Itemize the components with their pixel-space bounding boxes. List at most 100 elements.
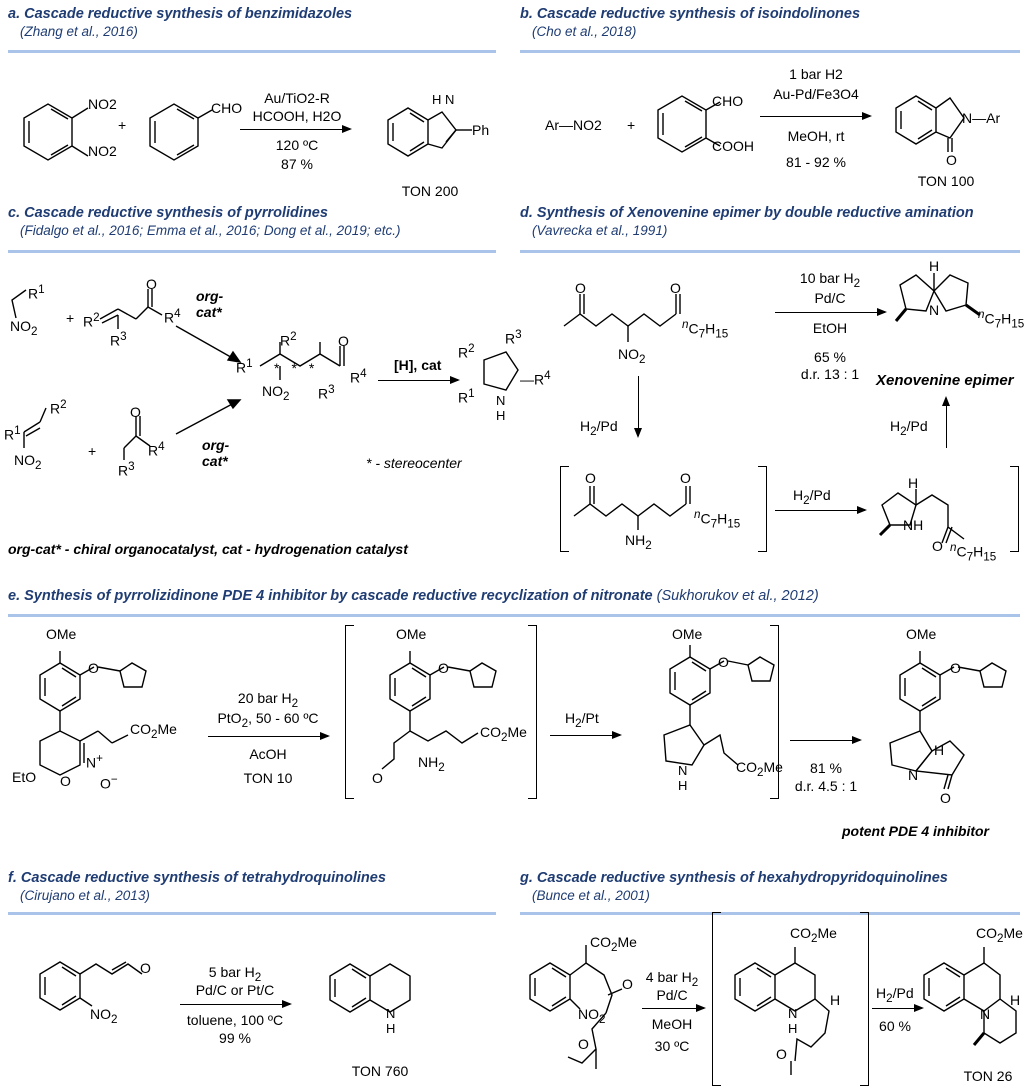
panel-e-dr: d.r. 4.5 : 1 bbox=[794, 778, 858, 794]
panel-e-pyrrolizidinone bbox=[889, 651, 1007, 790]
panel-b-cond1: 1 bar H2 bbox=[789, 66, 843, 82]
panel-e-ome-4: OMe bbox=[906, 626, 937, 642]
panel-g-ton: TON 26 bbox=[963, 1068, 1013, 1084]
panel-a-ton: TON 200 bbox=[401, 183, 459, 199]
panel-d-title: d. Synthesis of Xenovenine epimer by dou… bbox=[520, 205, 974, 221]
panel-b-ref: (Cho et al., 2018) bbox=[532, 24, 637, 39]
panel-c-nitroalkane bbox=[11, 289, 27, 319]
panel-f-cond2: Pd/C or Pt/C bbox=[195, 982, 275, 998]
panel-b-arrow bbox=[760, 110, 872, 122]
panel-d-pyr-chain: nC7H15 bbox=[950, 541, 997, 564]
panel-g-cond4: 30 ºC bbox=[654, 1038, 690, 1054]
panel-g-arrow-2 bbox=[872, 1002, 924, 1014]
panel-e-cond2: PtO2, 50 - 60 ºC bbox=[217, 710, 319, 730]
panel-f: f. Cascade reductive synthesis of tetrah… bbox=[8, 870, 386, 903]
panel-d-h2pd-left: H2/Pd bbox=[580, 418, 618, 438]
panel-a-title: a. Cascade reductive synthesis of benzim… bbox=[8, 6, 353, 22]
panel-c-r1: R1 bbox=[28, 283, 45, 302]
panel-b-prod-n: N—Ar bbox=[962, 110, 1001, 126]
panel-g-h2pd: H2/Pd bbox=[876, 985, 914, 1005]
panel-a-plus: + bbox=[118, 117, 127, 133]
panel-a-no2-bottom: NO2 bbox=[88, 143, 117, 159]
panel-c-r3b: R3 bbox=[118, 460, 135, 479]
panel-c-adduct bbox=[259, 342, 345, 380]
panel-g-hexahydropyridoquinoline bbox=[923, 947, 1017, 1046]
panel-a-rule bbox=[8, 50, 496, 53]
panel-a-arrow bbox=[240, 123, 352, 135]
panel-b-title: b. Cascade reductive synthesis of isoind… bbox=[520, 6, 861, 22]
panel-g-arrow-1 bbox=[642, 1002, 706, 1014]
panel-d-arrow-up bbox=[940, 396, 952, 448]
panel-b-cho: CHO bbox=[712, 93, 744, 109]
panel-g-prod-h: H bbox=[1010, 992, 1021, 1008]
panel-c-pyr-r1: R1 bbox=[458, 387, 475, 406]
panel-c-r2b: R2 bbox=[50, 398, 67, 417]
panel-e-h2pt: H2/Pt bbox=[565, 710, 599, 730]
panel-d-arrow-mid bbox=[775, 504, 867, 516]
panel-d-cond4: 65 % bbox=[814, 349, 846, 365]
panel-d-pyr-nh: NH bbox=[903, 517, 924, 533]
panel-d-int-o2: O bbox=[680, 470, 691, 486]
panel-e-nitronate bbox=[39, 651, 147, 776]
panel-e-o-ring: O bbox=[60, 773, 71, 789]
panel-g-bracket-right bbox=[860, 912, 869, 1086]
panel-g-title: g. Cascade reductive synthesis of hexahy… bbox=[520, 870, 948, 886]
panel-d-h2pd-mid: H2/Pd bbox=[793, 487, 831, 507]
panel-a-no2-top: NO2 bbox=[88, 96, 117, 112]
panel-e-h-4: H bbox=[934, 742, 945, 758]
panel-f-o: O bbox=[140, 960, 151, 976]
panel-c-arrow-h bbox=[378, 374, 460, 386]
panel-a-cond2: HCOOH, H2O bbox=[252, 108, 342, 124]
panel-b-cooh: COOH bbox=[712, 138, 754, 154]
panel-d-pyr-o: O bbox=[932, 538, 943, 554]
panel-d-nitrodiketone bbox=[563, 294, 681, 342]
panel-e-cond4: TON 10 bbox=[243, 770, 293, 786]
panel-a-benzimidazole bbox=[387, 107, 472, 157]
panel-e-bracket-right-1 bbox=[528, 625, 537, 799]
panel-e-title: e. Synthesis of pyrrolizidinone PDE 4 in… bbox=[8, 588, 819, 604]
panel-d-pyrrolidine-int bbox=[878, 489, 965, 544]
panel-a: a. Cascade reductive synthesis of benzim… bbox=[8, 6, 352, 39]
panel-f-tetrahydroquinoline bbox=[329, 963, 411, 1013]
panel-e-cond3: AcOH bbox=[249, 746, 287, 762]
panel-d-no2: NO2 bbox=[618, 346, 646, 366]
panel-d-ref: (Vavrecka et al., 1991) bbox=[532, 223, 668, 238]
panel-c-h-cat: [H], cat bbox=[394, 357, 442, 373]
panel-e-ome-2: OMe bbox=[396, 626, 427, 642]
panel-e-o-ald: O bbox=[372, 770, 383, 786]
panel-d-h2pd-right: H2/Pd bbox=[890, 418, 928, 438]
panel-g-o-2: O bbox=[578, 1036, 589, 1052]
panel-c-plus1: + bbox=[66, 310, 75, 326]
panel-c-title: c. Cascade reductive synthesis of pyrrol… bbox=[8, 205, 328, 221]
panel-e-bracket-left bbox=[345, 625, 354, 799]
panel-d-int-nh2: NH2 bbox=[625, 532, 652, 552]
panel-e-arrow-2 bbox=[550, 729, 622, 741]
panel-e: e. Synthesis of pyrrolizidinone PDE 4 in… bbox=[8, 588, 819, 604]
panel-c-legend-text: org-cat* - chiral organocatalyst, cat - … bbox=[8, 541, 408, 557]
panel-c-pyrrolidine bbox=[483, 351, 519, 391]
panel-c-no2: NO2 bbox=[10, 318, 38, 338]
panel-c-stereo: * - stereocenter bbox=[366, 455, 462, 471]
panel-c-pyr-r4: —R4 bbox=[520, 369, 551, 388]
panel-c-no2b: NO2 bbox=[14, 452, 42, 472]
panel-d-bracket-right bbox=[758, 466, 767, 552]
panel-g-nitroketoester bbox=[529, 945, 623, 1069]
panel-f-cond1: 5 bar H2 bbox=[208, 964, 262, 984]
panel-c: c. Cascade reductive synthesis of pyrrol… bbox=[8, 205, 400, 238]
panel-g-cond1: 4 bar H2 bbox=[645, 969, 699, 989]
panel-b-ar-no2: Ar—NO2 bbox=[545, 117, 602, 133]
panel-d-arrow-down bbox=[632, 376, 644, 438]
panel-e-o-4: O bbox=[950, 660, 961, 676]
panel-f-nitrocinnamaldehyde bbox=[39, 961, 143, 1011]
panel-b-formylbenzoic-acid bbox=[657, 95, 721, 153]
panel-d-cond3: EtOH bbox=[812, 320, 848, 336]
panel-e-co2me-1: CO2Me bbox=[130, 721, 177, 741]
panel-f-cond4: 99 % bbox=[219, 1030, 251, 1046]
panel-c-o1: O bbox=[146, 276, 157, 292]
panel-f-title: f. Cascade reductive synthesis of tetrah… bbox=[8, 870, 386, 886]
panel-c-adduct-stars: *** bbox=[274, 360, 327, 376]
panel-c-nitroalkene bbox=[23, 407, 47, 448]
